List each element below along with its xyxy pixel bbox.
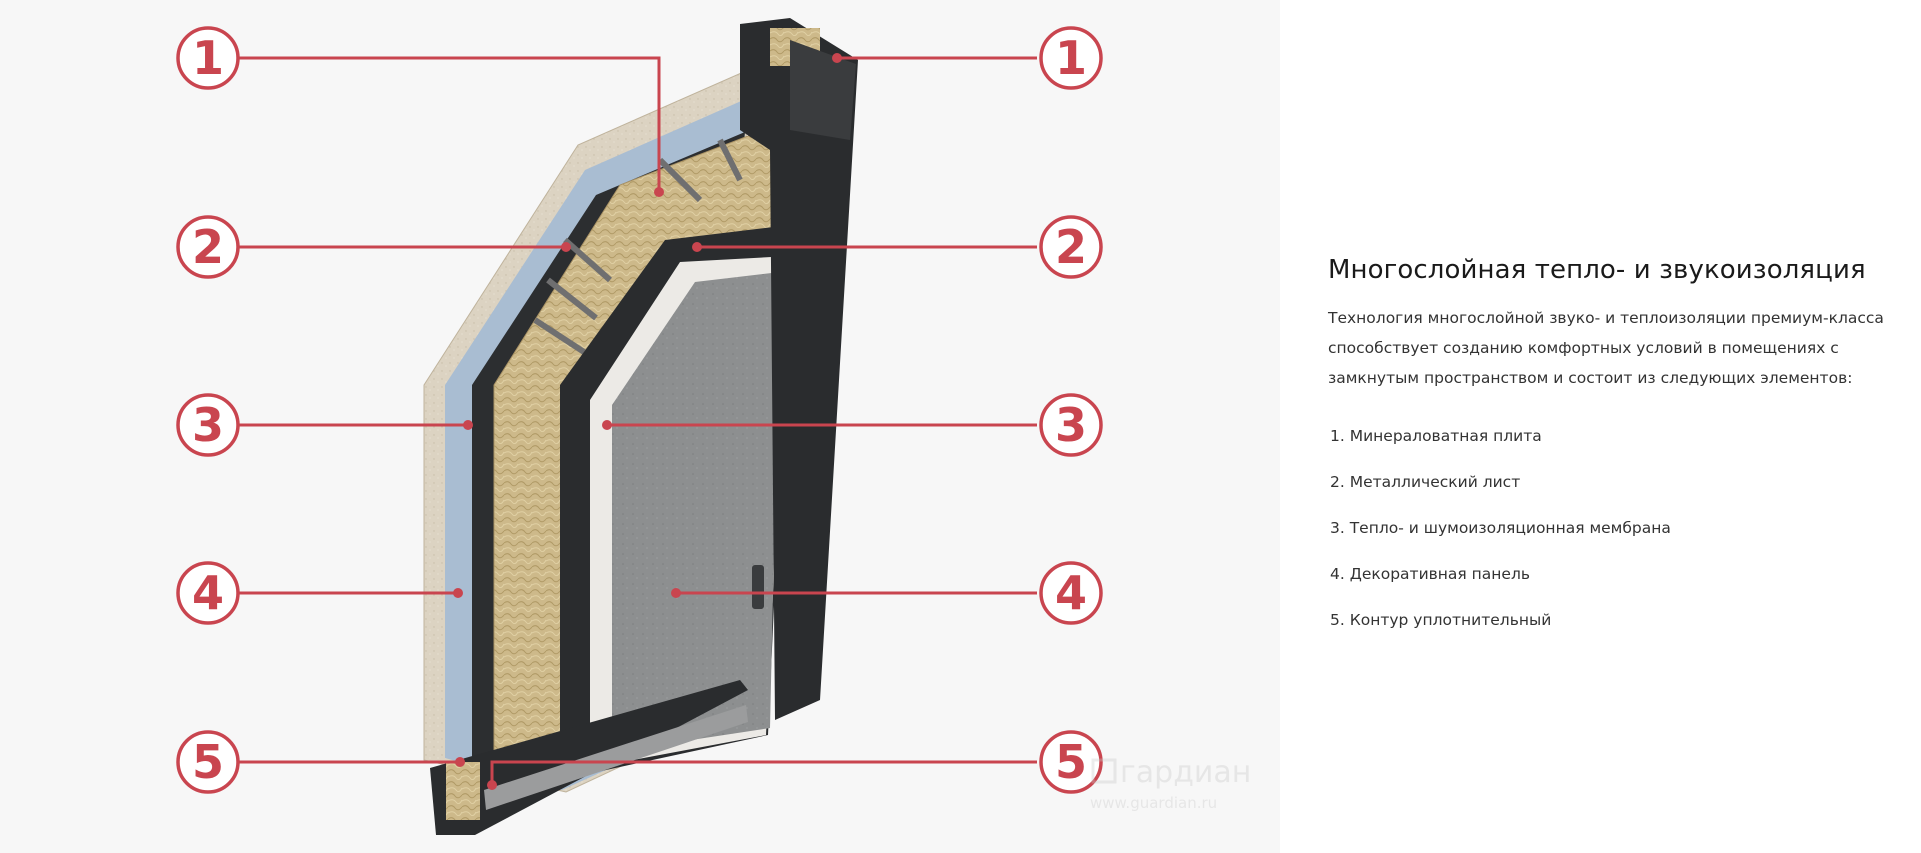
callout-badge-left-4: 4 (178, 563, 238, 623)
callout-number: 1 (192, 31, 224, 85)
watermark-brand: гардиан (1120, 755, 1251, 790)
callout-number: 5 (1055, 735, 1087, 789)
list-item: 2. Металлический лист (1328, 459, 1908, 505)
info-panel: Многослойная тепло- и звукоизоляция Техн… (1328, 255, 1908, 643)
section-description: Технология многослойной звуко- и теплоиз… (1328, 303, 1908, 393)
callout-badge-right-1: 1 (1041, 28, 1101, 88)
door-illustration-panel: 1 2 3 4 5 1 2 3 (0, 0, 1280, 853)
callout-number: 4 (1055, 566, 1087, 620)
section-title: Многослойная тепло- и звукоизоляция (1328, 255, 1908, 285)
callout-badge-left-1: 1 (178, 28, 238, 88)
list-item: 5. Контур уплотнительный (1328, 597, 1908, 643)
callout-number: 4 (192, 566, 224, 620)
watermark: гардиан www.guardian.ru (1090, 755, 1251, 812)
callout-badge-right-2: 2 (1041, 217, 1101, 277)
callout-badge-left-2: 2 (178, 217, 238, 277)
door-cross-section-diagram: 1 2 3 4 5 1 2 3 (0, 0, 1280, 853)
callout-badge-right-4: 4 (1041, 563, 1101, 623)
threshold-insulation (446, 762, 480, 820)
callout-number: 2 (192, 220, 224, 274)
list-item: 3. Тепло- и шумоизоляционная мембрана (1328, 505, 1908, 551)
layers-list: 1. Минераловатная плита 2. Металлический… (1328, 413, 1908, 643)
callout-badge-left-5: 5 (178, 732, 238, 792)
callout-number: 2 (1055, 220, 1087, 274)
callout-number: 3 (1055, 398, 1087, 452)
callout-badge-left-3: 3 (178, 395, 238, 455)
list-item: 1. Минераловатная плита (1328, 413, 1908, 459)
callout-number: 5 (192, 735, 224, 789)
callout-badge-right-3: 3 (1041, 395, 1101, 455)
callout-number: 1 (1055, 31, 1087, 85)
watermark-url: www.guardian.ru (1090, 794, 1217, 812)
hinge (752, 565, 764, 609)
callout-number: 3 (192, 398, 224, 452)
list-item: 4. Декоративная панель (1328, 551, 1908, 597)
